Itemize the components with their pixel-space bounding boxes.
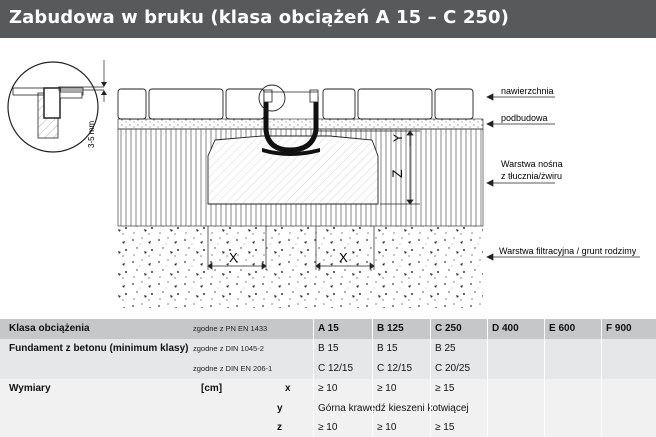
table-row-load-class: Klasa obciążenia zgodne z PN EN 1433 A 1… xyxy=(0,319,656,339)
class-a15: A 15 xyxy=(318,323,339,334)
class-b125: B 125 xyxy=(377,323,404,334)
specification-table: Klasa obciążenia zgodne z PN EN 1433 A 1… xyxy=(0,319,656,437)
detail-zoom-circle: 3-5 mm xyxy=(7,60,107,153)
table-cell: C 12/15 xyxy=(318,363,354,374)
column-divider xyxy=(313,319,314,437)
label-surface: nawierzchnia xyxy=(501,86,554,96)
table-cell: C 12/15 xyxy=(377,363,413,374)
table-row-dim-y: y Górna krawędź kieszeni kotwiącej xyxy=(0,399,656,419)
table-cell: ≥ 10 xyxy=(377,422,397,433)
class-c250: C 250 xyxy=(435,323,462,334)
table-cell: B 25 xyxy=(435,343,456,354)
dimension-z-label: Z xyxy=(389,169,405,178)
dim-label: z xyxy=(277,422,282,433)
norm-reference: zgodne z PN EN 1433 xyxy=(193,324,268,333)
table-cell: ≥ 15 xyxy=(435,422,455,433)
dim-label: y xyxy=(277,403,283,414)
table-cell: ≥ 15 xyxy=(435,383,455,394)
label-filtration-layer: Warstwa filtracyjna / grunt rodzimy xyxy=(499,246,637,256)
dimension-y-label: Y xyxy=(391,134,405,142)
bedding-layer xyxy=(117,118,484,130)
label-load-layer-1: Warstwa nośna xyxy=(501,159,563,169)
class-f900: F 900 xyxy=(606,323,632,334)
dim-label: x xyxy=(285,383,291,394)
class-d400: D 400 xyxy=(492,323,519,334)
channel-drain xyxy=(262,89,320,156)
column-divider xyxy=(372,319,373,437)
table-cell: ≥ 10 xyxy=(318,422,338,433)
label-base: podbudowa xyxy=(501,113,548,123)
subgrade-layer xyxy=(118,226,483,308)
table-cell: B 15 xyxy=(377,343,398,354)
norm-reference: zgodne z DIN EN 206-1 xyxy=(193,364,273,373)
page-title: Zabudowa w bruku (klasa obciążeń A 15 – … xyxy=(9,7,510,28)
row-label: Wymiary xyxy=(9,383,51,394)
table-row-foundation: Fundament z betonu (minimum klasy) zgodn… xyxy=(0,339,656,359)
table-cell-note: Górna krawędź kieszeni kotwiącej xyxy=(318,403,469,414)
table-row-dim-z: z ≥ 10 ≥ 10 ≥ 15 xyxy=(0,419,656,437)
title-bar: Zabudowa w bruku (klasa obciążeń A 15 – … xyxy=(0,0,656,38)
column-divider xyxy=(487,319,488,437)
paving-stones xyxy=(117,88,474,120)
norm-reference: zgodne z DIN 1045-2 xyxy=(193,344,264,353)
table-row-foundation-en: zgodne z DIN EN 206-1 C 12/15 C 12/15 C … xyxy=(0,359,656,379)
unit-label: [cm] xyxy=(201,383,223,394)
label-load-layer-2: z tłucznia/żwiru xyxy=(501,171,562,181)
column-divider xyxy=(544,319,545,437)
table-cell: C 20/25 xyxy=(435,363,471,374)
table-cell: ≥ 10 xyxy=(377,383,397,394)
table-cell: B 15 xyxy=(318,343,339,354)
dimensions-x xyxy=(207,226,375,270)
column-divider xyxy=(601,319,602,437)
row-label: Klasa obciążenia xyxy=(9,323,90,334)
table-row-dim-x: Wymiary [cm] x ≥ 10 ≥ 10 ≥ 15 xyxy=(0,379,656,399)
dimension-gap-label: 3-5 mm xyxy=(87,121,96,148)
label-arrows xyxy=(486,93,640,261)
dimension-x-left-label: X xyxy=(229,250,238,265)
row-label: Fundament z betonu (minimum klasy) xyxy=(9,343,189,354)
column-divider xyxy=(430,319,431,437)
dimensions-yz xyxy=(316,130,420,205)
dimension-x-right-label: X xyxy=(339,250,348,265)
detail-marker-circle xyxy=(258,84,286,112)
installation-diagram: 3-5 mm Y Z xyxy=(0,38,656,318)
table-cell: ≥ 10 xyxy=(318,383,338,394)
class-e600: E 600 xyxy=(549,323,576,334)
